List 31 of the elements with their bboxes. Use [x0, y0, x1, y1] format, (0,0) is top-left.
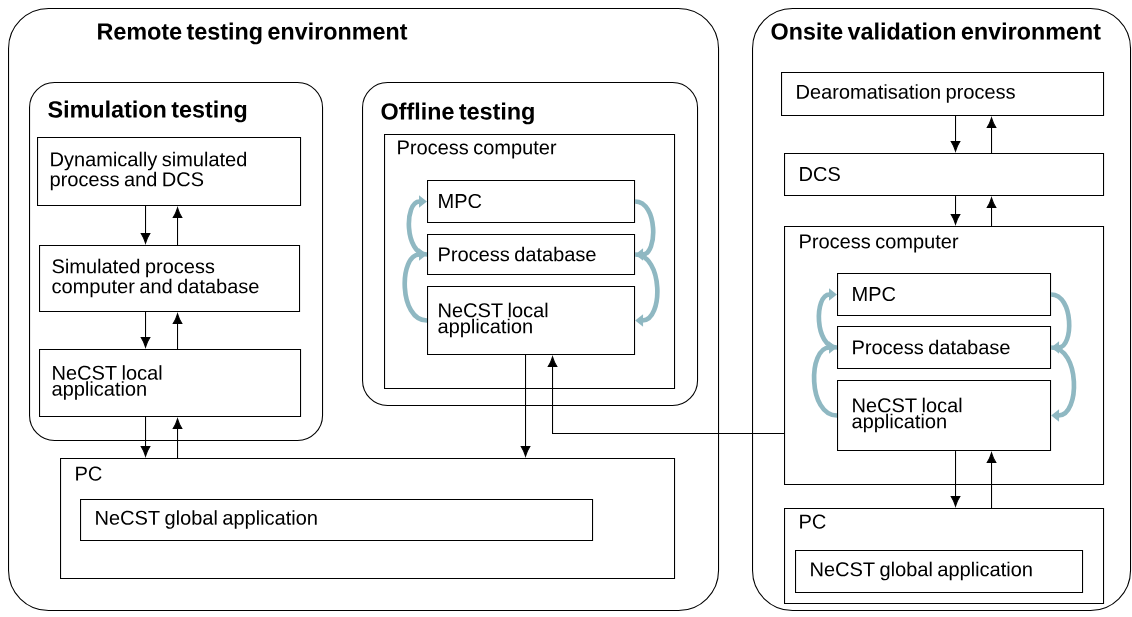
process-box: Dearomatisation process: [781, 72, 1105, 117]
process-box: NeCST local application: [837, 380, 1052, 452]
arrow: [140, 416, 151, 457]
curved-arrow: [1050, 345, 1077, 422]
process-box: NeCST local application: [427, 286, 636, 356]
process-box: MPC: [427, 180, 636, 224]
arrow: [986, 117, 997, 154]
arrow: [172, 418, 183, 459]
arrow: [547, 356, 785, 435]
process-box: Process database: [837, 326, 1052, 370]
arrow: [172, 207, 183, 246]
process-box: DCS: [784, 153, 1105, 197]
arrow: [986, 452, 997, 509]
arrow: [950, 195, 961, 225]
process-box: NeCST global application: [80, 499, 594, 542]
arrow: [950, 450, 961, 507]
arrow: [140, 311, 151, 348]
process-box: MPC: [837, 273, 1052, 317]
arrow: [172, 313, 183, 350]
process-box: NeCST local application: [39, 349, 302, 418]
process-box: Dynamically simulated process and DCS: [37, 137, 302, 207]
arrow: [950, 115, 961, 152]
arrow: [520, 354, 531, 457]
arrow: [140, 205, 151, 244]
curved-arrow: [816, 288, 838, 350]
process-box: Simulated process computer and database: [39, 245, 301, 313]
process-box: NeCST global application: [795, 550, 1084, 594]
curved-arrow: [406, 195, 428, 257]
arrow: [986, 197, 997, 227]
process-box: Process database: [427, 234, 636, 276]
curved-arrow: [634, 252, 660, 327]
